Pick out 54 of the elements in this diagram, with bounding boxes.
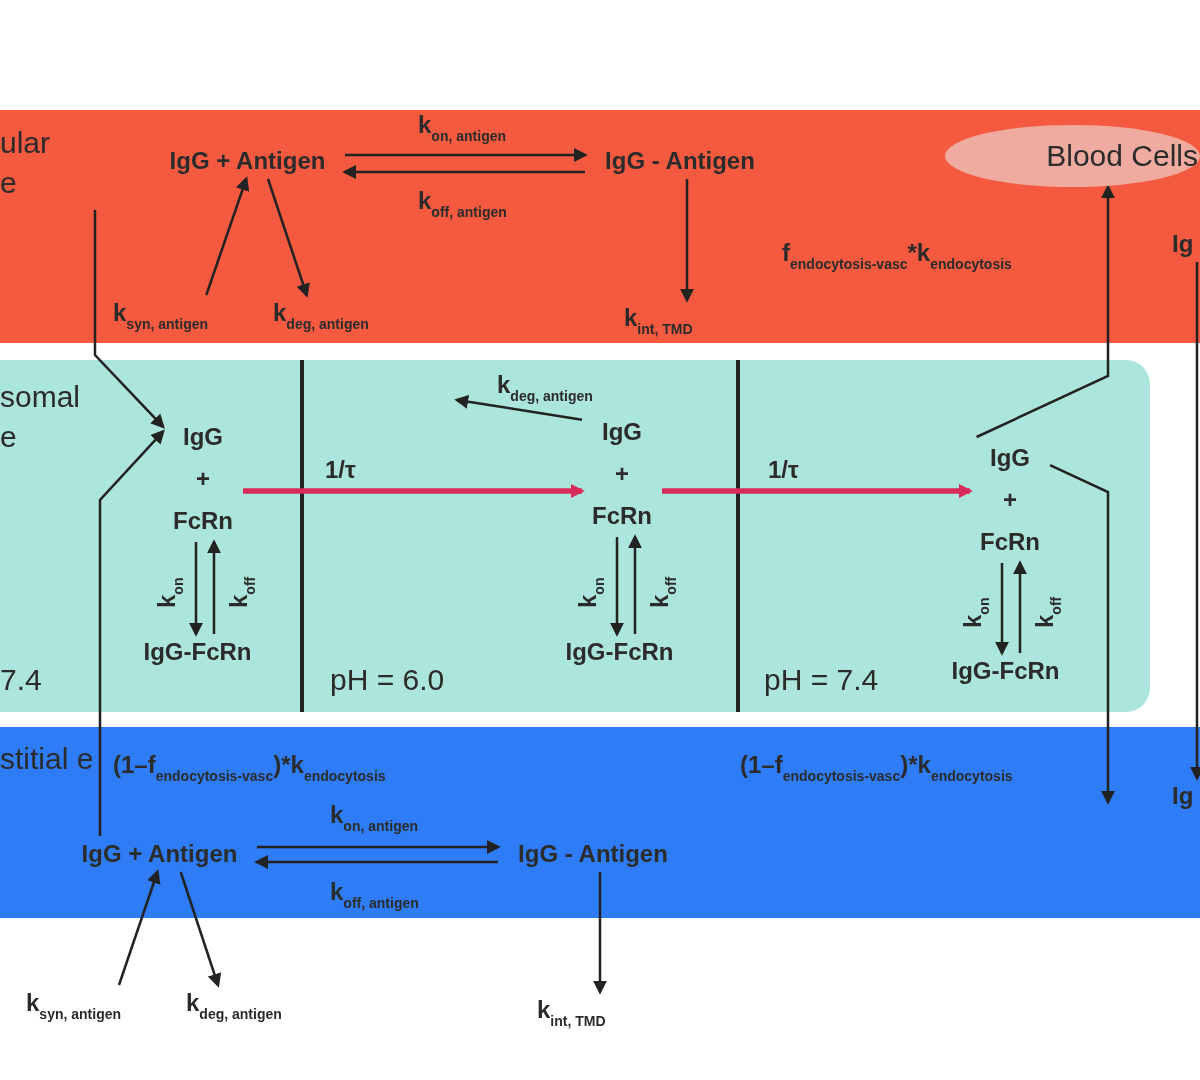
species-label: IgG + FcRn xyxy=(582,411,662,537)
arrow xyxy=(454,394,583,421)
compartment-label: somal e xyxy=(0,379,82,455)
rate-constant-label: k$_{syn, antigen}$ xyxy=(26,985,146,1021)
arrow xyxy=(189,542,203,637)
species-label: IgG + FcRn xyxy=(163,416,243,542)
edge-label: 1/τ xyxy=(325,455,356,485)
arrow xyxy=(179,871,222,988)
rate-constant-label: k$_{int, TMD}$ xyxy=(624,300,724,336)
compartment-label: ular e xyxy=(0,125,52,201)
species-label: IgG-FcRn xyxy=(938,653,1073,689)
edge-label: 1/τ xyxy=(768,455,799,485)
compartment-band xyxy=(0,110,1200,343)
species-label: Ig xyxy=(1172,778,1200,814)
ph-label: pH = 7.4 xyxy=(764,662,879,698)
compartment-band xyxy=(0,727,1200,918)
arrow xyxy=(976,184,1115,439)
arrow xyxy=(1013,560,1027,653)
species-label: IgG-FcRn xyxy=(552,634,687,670)
arrow xyxy=(93,210,165,429)
species-label: IgG - Antigen xyxy=(498,836,688,872)
arrow xyxy=(1190,262,1200,781)
rate-constant-label: k$_{int, TMD}$ xyxy=(537,992,637,1028)
arrow xyxy=(342,165,585,179)
species-label: IgG - Antigen xyxy=(585,143,775,179)
arrow xyxy=(995,563,1009,656)
ph-label: 7.4 xyxy=(0,662,42,698)
arrow xyxy=(254,855,498,869)
species-label: IgG + FcRn xyxy=(970,437,1050,563)
arrow xyxy=(680,179,694,303)
species-label: IgG-FcRn xyxy=(130,634,265,670)
arrow xyxy=(117,869,161,986)
arrow xyxy=(610,537,624,637)
rate-constant-label: k$_{deg, antigen}$ xyxy=(273,295,393,331)
ph-label: pH = 6.0 xyxy=(330,662,445,698)
species-label: IgG + Antigen xyxy=(150,143,345,179)
arrow xyxy=(266,178,310,298)
arrow xyxy=(593,872,607,995)
arrow xyxy=(628,534,642,634)
rate-constant-label: k$_{syn, antigen}$ xyxy=(113,295,233,331)
compartment-band xyxy=(0,360,1150,712)
rate-constant-label: k$_{deg, antigen}$ xyxy=(186,985,306,1021)
arrow xyxy=(243,484,585,498)
arrow xyxy=(345,148,588,162)
compartment-label: stitial e xyxy=(0,741,95,777)
species-label: Ig xyxy=(1172,226,1200,262)
arrow xyxy=(1049,463,1115,805)
arrow xyxy=(207,539,221,634)
arrow xyxy=(205,176,250,296)
arrow xyxy=(257,840,501,854)
species-label: IgG + Antigen xyxy=(62,836,257,872)
arrow xyxy=(98,429,165,836)
cell-ellipse: Blood Cells xyxy=(945,125,1200,187)
arrow xyxy=(662,484,973,498)
